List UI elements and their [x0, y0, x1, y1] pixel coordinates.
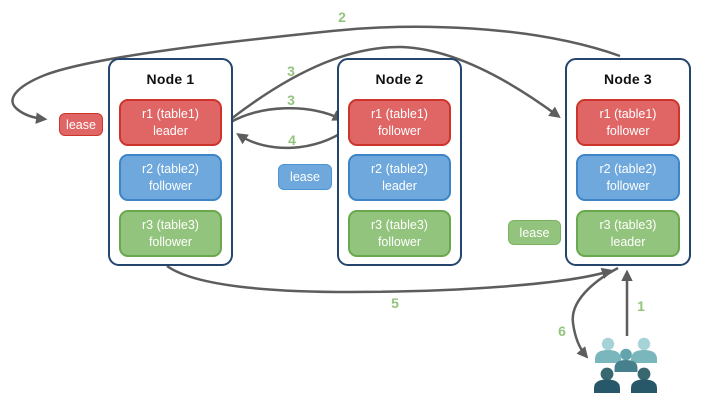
arrow-step-2 [11, 25, 621, 124]
replica-name: r3 (table3) [142, 218, 199, 233]
node-1-title: Node 1 [146, 71, 195, 87]
node-3-replica-r1: r1 (table1) follower [576, 99, 680, 146]
replica-name: r2 (table2) [142, 162, 199, 177]
node-2-title: Node 2 [375, 71, 424, 87]
node-3: Node 3 r1 (table1) follower r2 (table2) … [565, 58, 691, 266]
node-1-replica-r1: r1 (table1) leader [119, 99, 222, 146]
node-3-replica-r3: r3 (table3) leader [576, 210, 680, 257]
replica-name: r1 (table1) [142, 107, 199, 122]
step-label-6: 6 [558, 323, 566, 339]
step-label-1: 1 [637, 298, 645, 314]
node-2-replica-r3: r3 (table3) follower [348, 210, 451, 257]
step-label-3-lower: 3 [287, 92, 295, 108]
replica-role: follower [377, 234, 422, 249]
node-1-replica-r2: r2 (table2) follower [119, 154, 222, 201]
step-label-3-upper: 3 [287, 63, 295, 79]
arrow-step-4 [236, 127, 348, 150]
node-1-replica-r3: r3 (table3) follower [119, 210, 222, 257]
replica-role: leader [153, 123, 188, 138]
replica-role: leader [610, 234, 646, 249]
replica-name: r3 (table3) [599, 218, 657, 233]
replica-role: follower [148, 234, 193, 249]
replica-role: follower [606, 178, 650, 193]
replica-name: r1 (table1) [371, 107, 428, 122]
node-2-replica-r2: r2 (table2) leader [348, 154, 451, 201]
step-label-2: 2 [338, 9, 346, 25]
users-group-icon [594, 337, 657, 393]
replica-role: leader [382, 178, 417, 193]
replica-name: r1 (table1) [599, 107, 657, 122]
step-label-4: 4 [288, 132, 296, 148]
node-3-title: Node 3 [604, 71, 652, 87]
replica-role: follower [148, 178, 193, 193]
node-2: Node 2 r1 (table1) follower r2 (table2) … [337, 58, 462, 266]
replica-role: follower [606, 123, 650, 138]
arrow-step-6 [571, 266, 619, 359]
replica-name: r2 (table2) [599, 162, 657, 177]
step-label-5: 5 [391, 295, 399, 311]
replica-name: r2 (table2) [371, 162, 428, 177]
arrow-step-3-long [230, 45, 561, 120]
arrow-step-5 [166, 264, 614, 294]
replica-name: r3 (table3) [371, 218, 428, 233]
arrow-step-3-short [228, 106, 345, 125]
lease-tag-red: lease [59, 113, 103, 136]
replica-role: follower [377, 123, 422, 138]
lease-tag-blue: lease [278, 164, 332, 190]
lease-tag-green: lease [508, 220, 561, 245]
node-1: Node 1 r1 (table1) leader r2 (table2) fo… [108, 58, 233, 266]
node-2-replica-r1: r1 (table1) follower [348, 99, 451, 146]
node-3-replica-r2: r2 (table2) follower [576, 154, 680, 201]
